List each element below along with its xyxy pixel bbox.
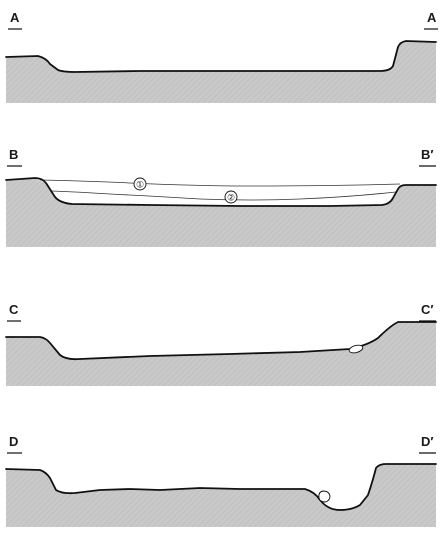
- section-a-right-label: A: [427, 10, 437, 25]
- section-d-left-label: D: [9, 434, 18, 449]
- section-d-right-label: D′: [421, 434, 434, 449]
- section-d-boulder: [319, 491, 330, 502]
- section-b-marker-2: ②: [227, 193, 235, 203]
- section-d: D D′: [6, 434, 436, 527]
- section-b-left-label: B: [9, 147, 18, 162]
- section-b-right-label: B′: [421, 147, 434, 162]
- section-b-marker-1: ①: [136, 180, 144, 190]
- section-d-ground: [6, 464, 436, 527]
- section-c-right-label: C′: [421, 302, 434, 317]
- section-c: C C′: [6, 302, 436, 386]
- section-a-profile: [6, 41, 436, 72]
- section-a: A A: [6, 10, 438, 103]
- section-b: ① ② B B′: [6, 147, 436, 247]
- section-a-left-label: A: [10, 10, 20, 25]
- section-c-left-label: C: [9, 302, 19, 317]
